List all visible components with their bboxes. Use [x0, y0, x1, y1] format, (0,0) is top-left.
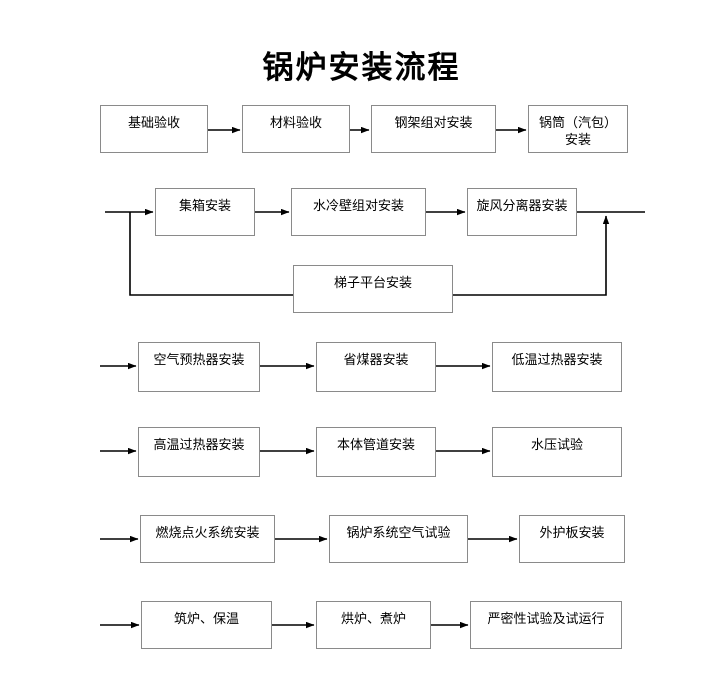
flow-node-ladder-platform[interactable]: 梯子平台安装: [293, 265, 453, 313]
flow-node-drum-installation[interactable]: 锅筒（汽包） 安装: [528, 105, 628, 153]
flow-node-economizer[interactable]: 省煤器安装: [316, 342, 436, 392]
flow-node-air-preheater[interactable]: 空气预热器安装: [138, 342, 260, 392]
page-title: 锅炉安装流程: [262, 50, 461, 86]
flow-node-boiler-air-test[interactable]: 锅炉系统空气试验: [329, 515, 468, 563]
flow-node-steel-frame-assembly[interactable]: 钢架组对安装: [371, 105, 496, 153]
flow-node-ignition-system[interactable]: 燃烧点火系统安装: [140, 515, 275, 563]
flow-node-basic-acceptance[interactable]: 基础验收: [100, 105, 208, 153]
flow-node-body-piping[interactable]: 本体管道安装: [316, 427, 436, 477]
flow-node-high-temp-superheater[interactable]: 高温过热器安装: [138, 427, 260, 477]
flow-node-cyclone-separator[interactable]: 旋风分离器安装: [467, 188, 577, 236]
flow-node-water-wall-assembly[interactable]: 水冷壁组对安装: [291, 188, 426, 236]
flow-node-furnace-drying[interactable]: 烘炉、煮炉: [316, 601, 431, 649]
flow-node-furnace-insulation[interactable]: 筑炉、保温: [141, 601, 272, 649]
flow-node-low-temp-superheater[interactable]: 低温过热器安装: [492, 342, 622, 392]
flow-node-material-acceptance[interactable]: 材料验收: [242, 105, 350, 153]
flow-node-header-installation[interactable]: 集箱安装: [155, 188, 255, 236]
flow-node-tightness-trial-run[interactable]: 严密性试验及试运行: [470, 601, 622, 649]
flow-node-outer-casing[interactable]: 外护板安装: [519, 515, 625, 563]
flow-node-hydrostatic-test[interactable]: 水压试验: [492, 427, 622, 477]
